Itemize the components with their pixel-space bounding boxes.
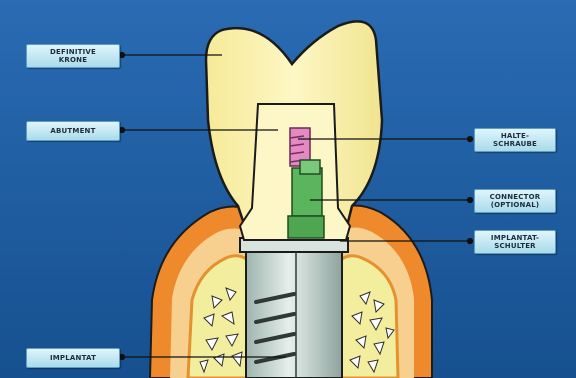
- label-definitive-crown-line1: DEFINITIVE: [50, 48, 96, 56]
- label-abutment-text: ABUTMENT: [50, 127, 95, 135]
- connector: [292, 168, 322, 216]
- label-connector-line2: (OPTIONAL): [491, 201, 540, 209]
- label-implant-shoulder-line1: IMPLANTAT-: [491, 234, 539, 242]
- connector-top: [300, 160, 320, 174]
- label-implant-shoulder-line2: SCHULTER: [494, 242, 536, 250]
- implant-body: [246, 244, 342, 378]
- connector-base: [288, 216, 324, 238]
- label-holding-screw-line2: SCHRAUBE: [493, 140, 537, 148]
- label-abutment: ABUTMENT: [26, 121, 120, 141]
- label-definitive-crown: DEFINITIVE KRONE: [26, 44, 120, 68]
- label-definitive-crown-line2: KRONE: [59, 56, 87, 64]
- label-holding-screw: HALTE- SCHRAUBE: [474, 128, 556, 152]
- label-holding-screw-line1: HALTE-: [501, 132, 529, 140]
- label-connector: CONNECTOR (OPTIONAL): [474, 189, 556, 213]
- label-implant-text: IMPLANTAT: [50, 354, 96, 362]
- label-connector-line1: CONNECTOR: [490, 193, 541, 201]
- label-implant: IMPLANTAT: [26, 348, 120, 368]
- label-implant-shoulder: IMPLANTAT- SCHULTER: [474, 230, 556, 254]
